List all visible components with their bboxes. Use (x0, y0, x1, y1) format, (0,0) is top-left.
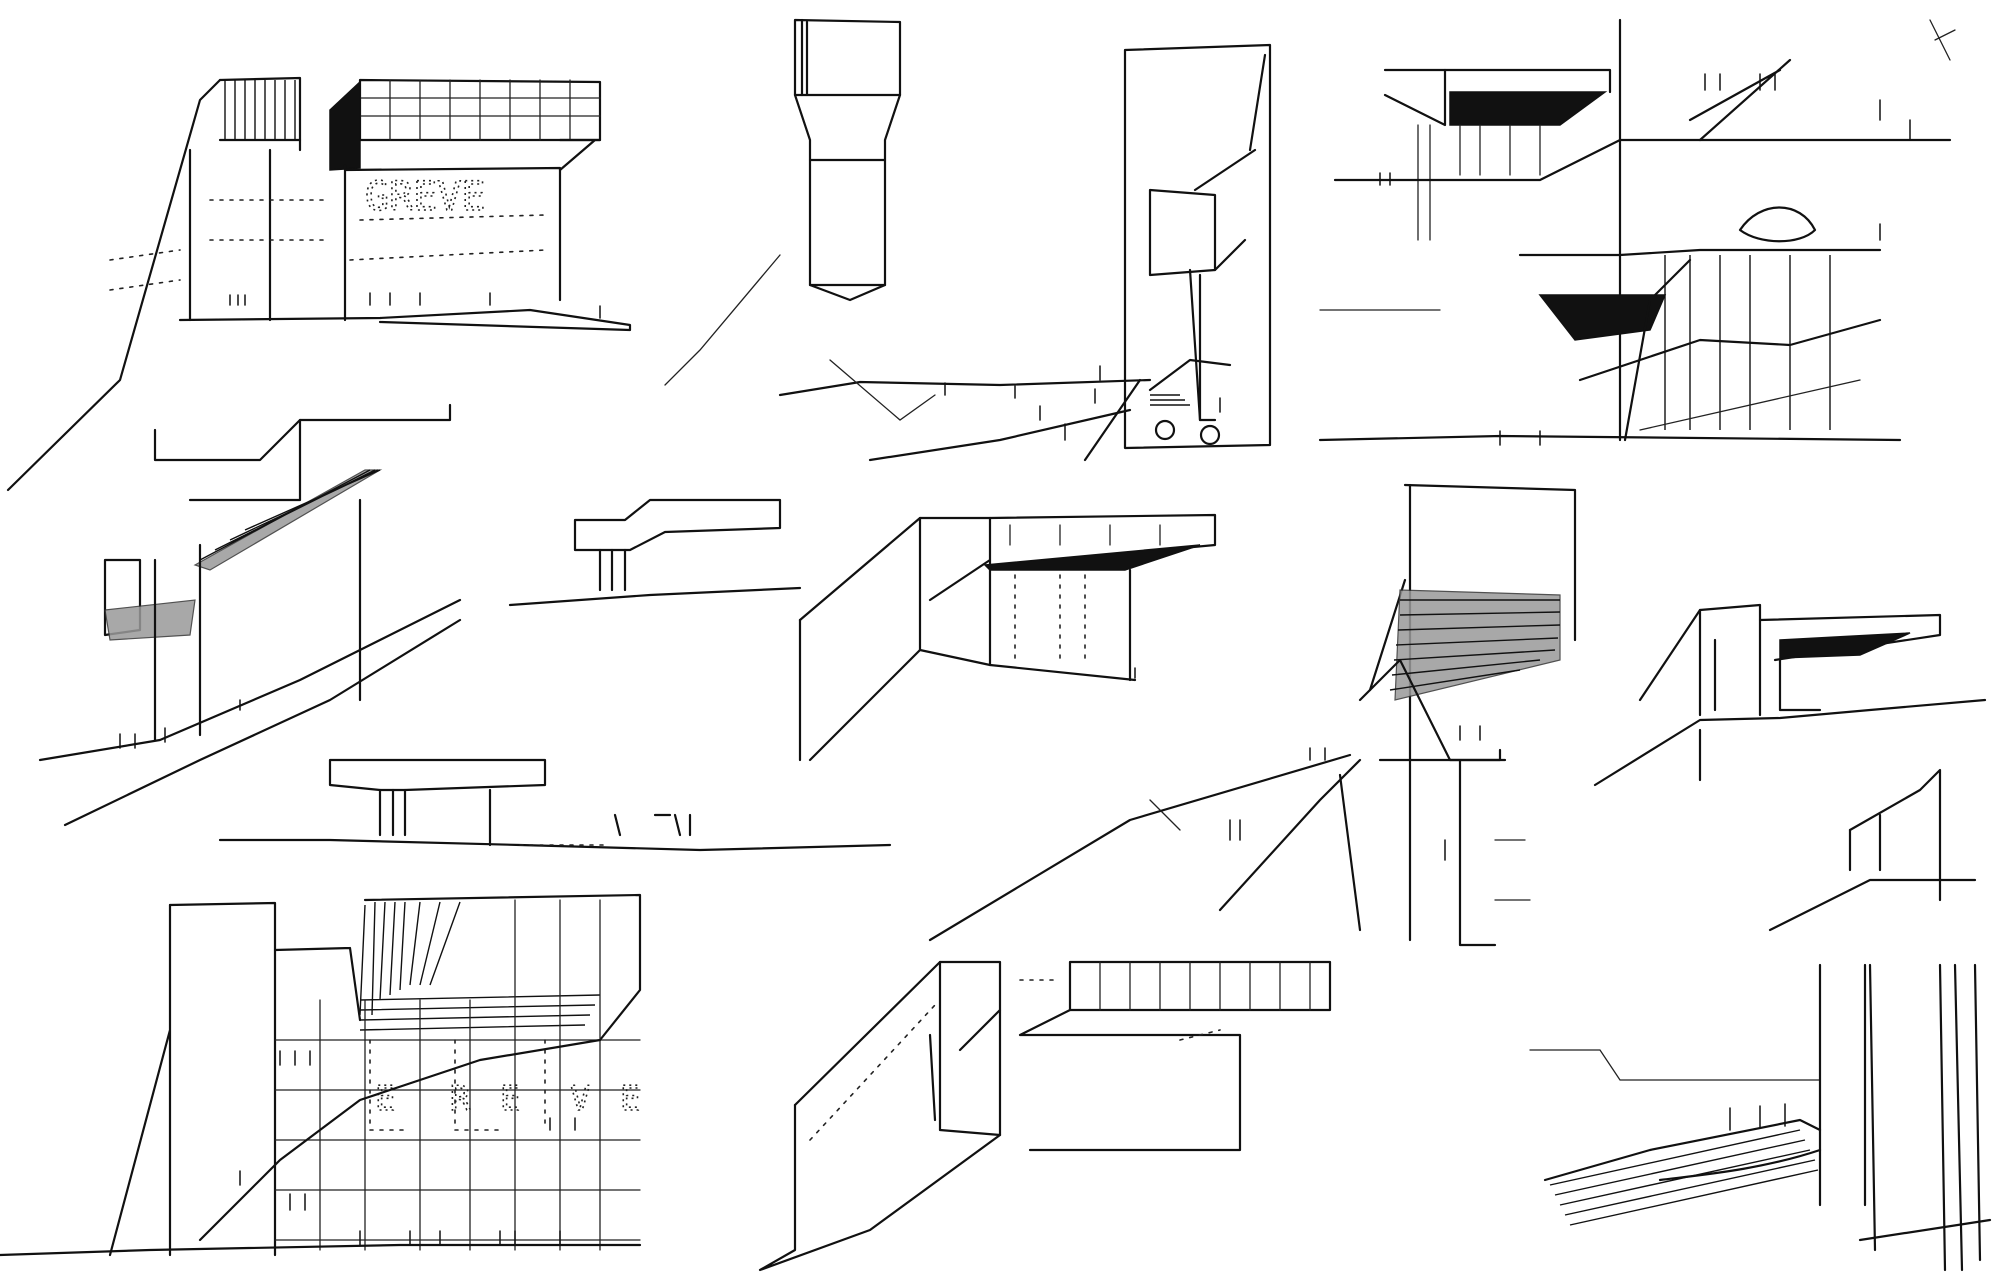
building-perspective-greve-sign: GREVE (6, 76, 632, 492)
tower-elevation (664, 18, 902, 386)
ereve-sign-letter-2: R (450, 1079, 471, 1119)
ereve-sign: E R E V E (374, 1078, 641, 1120)
cantilever-perspective-dark-soffit (798, 513, 1217, 762)
tower-with-cantilever-and-plaza (778, 43, 1272, 462)
greve-sign: GREVE (364, 173, 486, 221)
hatched-canopy-perspective (928, 483, 1577, 947)
plaza-tables (1154, 419, 1221, 446)
small-wall-sketch (1768, 768, 1977, 932)
cantilever-over-slope (38, 403, 462, 827)
small-cantilever-elevation (508, 498, 802, 607)
interior-stair-view (1529, 963, 1992, 1272)
cantilever-box-perspective (758, 960, 1332, 1272)
ereve-sign-letter-5: E (620, 1079, 640, 1119)
ereve-sign-letter-1: E (375, 1079, 395, 1119)
small-cantilever-perspective (1593, 603, 1987, 787)
ereve-sign-letter-3: E (500, 1079, 520, 1119)
bridge-section-elevation (218, 758, 892, 852)
facade-perspective-ereve-sign: E R E V E (0, 893, 641, 1257)
greve-sign-text: GREVE (365, 174, 485, 220)
interior-section-with-cantilevers (1318, 18, 1956, 446)
ereve-sign-letter-4: V (570, 1079, 590, 1119)
